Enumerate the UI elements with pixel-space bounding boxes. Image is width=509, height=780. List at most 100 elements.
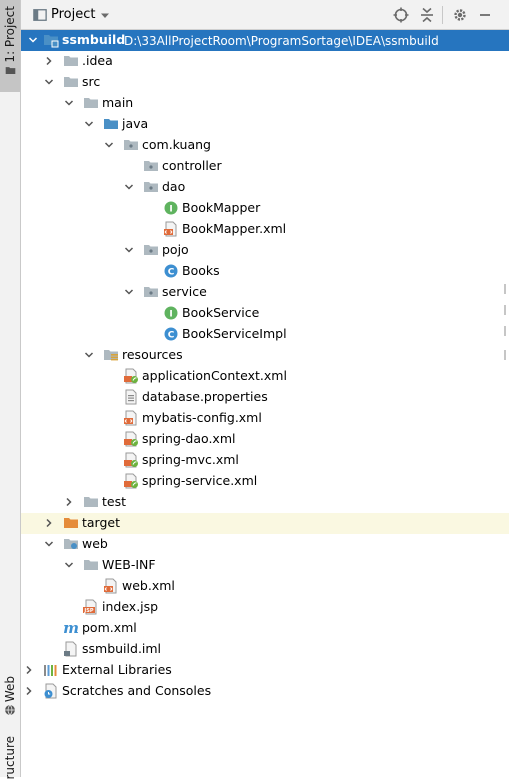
chevron-down-icon[interactable] [84,119,94,129]
tree-row-book-service[interactable]: BookService [21,303,509,324]
tree-row-root[interactable]: ssmbuild D:\33AllProjectRoom\ProgramSort… [21,30,509,51]
tree-row-index-jsp[interactable]: index.jsp [21,597,509,618]
tree-row-dao[interactable]: dao [21,177,509,198]
tree-row-web[interactable]: web [21,534,509,555]
tree-row-main[interactable]: main [21,93,509,114]
tree-item-label: Books [182,263,220,278]
project-tool-tab[interactable]: 1: Project [0,0,20,92]
toolbar-title[interactable]: Project [51,7,96,22]
chevron-down-icon[interactable] [84,350,94,360]
tree-item-label: java [122,116,149,131]
chevron-right-icon[interactable] [44,518,54,528]
xml-file-icon [123,410,139,426]
chevron-right-icon[interactable] [64,497,74,507]
tree-row-test[interactable]: test [21,492,509,513]
tree-row-book-mapper[interactable]: BookMapper [21,198,509,219]
tree-row-spring-service[interactable]: spring-service.xml [21,471,509,492]
tree-item-label: dao [162,179,186,194]
gutter-mark [504,305,506,315]
project-tool-tab-label: 1: Project [3,6,17,63]
package-icon [143,284,159,300]
source-folder-icon [103,116,119,132]
globe-icon[interactable] [4,704,16,716]
tree-row-service[interactable]: service [21,282,509,303]
properties-file-icon [123,389,139,405]
chevron-down-icon[interactable] [64,98,74,108]
tree-item-label: main [102,95,134,110]
tree-item-label: WEB-INF [102,557,156,572]
tree-row-iml[interactable]: ssmbuild.iml [21,639,509,660]
gear-icon[interactable] [452,7,468,23]
toolbar-separator [442,6,443,24]
tree-row-pom[interactable]: pom.xml [21,618,509,639]
tree-row-spring-mvc[interactable]: spring-mvc.xml [21,450,509,471]
package-icon [143,242,159,258]
tree-item-label: applicationContext.xml [142,368,287,383]
tree-row-controller[interactable]: controller [21,156,509,177]
class-icon [163,326,179,342]
tree-item-label: test [102,494,127,509]
tree-item-label: web [82,536,108,551]
minimize-icon[interactable] [477,7,493,23]
tree-item-label: spring-service.xml [142,473,258,488]
structure-tool-tab[interactable]: ructure [3,736,17,780]
tree-row-idea[interactable]: .idea [21,51,509,72]
tree-item-label: service [162,284,207,299]
module-folder-icon [43,32,59,48]
tree-row-mybatis-config[interactable]: mybatis-config.xml [21,408,509,429]
tree-item-label: BookMapper.xml [182,221,287,236]
chevron-right-icon[interactable] [44,56,54,66]
root-path: D:\33AllProjectRoom\ProgramSortage\IDEA\… [124,34,439,48]
tree-row-web-inf[interactable]: WEB-INF [21,555,509,576]
chevron-down-icon[interactable] [44,539,54,549]
chevron-down-icon[interactable] [124,182,134,192]
tree-item-label: pom.xml [82,620,137,635]
chevron-right-icon[interactable] [24,686,34,696]
tree-row-database-properties[interactable]: database.properties [21,387,509,408]
project-toolbar: Project [21,0,509,30]
tree-row-scratches[interactable]: Scratches and Consoles [21,681,509,702]
chevron-down-icon[interactable] [100,12,110,20]
collapse-all-icon[interactable] [419,7,435,23]
chevron-down-icon[interactable] [64,560,74,570]
tree-row-external-libraries[interactable]: External Libraries [21,660,509,681]
locate-icon[interactable] [393,7,409,23]
package-icon [143,158,159,174]
left-tool-window-bar: 1: Project Web ructure [0,0,21,780]
maven-icon [63,620,79,636]
folder-icon [63,53,79,69]
tree-row-package[interactable]: com.kuang [21,135,509,156]
tree-row-book-mapper-xml[interactable]: BookMapper.xml [21,219,509,240]
chevron-down-icon[interactable] [104,140,114,150]
chevron-down-icon[interactable] [44,77,54,87]
web-tool-tab[interactable]: Web [3,676,17,703]
tree-row-target[interactable]: target [21,513,509,534]
tree-item-label: pojo [162,242,189,257]
tree-row-web-xml[interactable]: web.xml [21,576,509,597]
chevron-down-icon[interactable] [28,35,38,45]
jsp-file-icon [83,599,99,615]
tree-row-resources[interactable]: resources [21,345,509,366]
tree-item-label: ssmbuild.iml [82,641,162,656]
chevron-right-icon[interactable] [24,665,34,675]
tree-item-label: spring-mvc.xml [142,452,239,467]
class-icon [163,263,179,279]
tree-row-books[interactable]: Books [21,261,509,282]
tree-row-src[interactable]: src [21,72,509,93]
tree-item-label: BookServiceImpl [182,326,287,341]
project-tree[interactable]: ssmbuild D:\33AllProjectRoom\ProgramSort… [21,30,509,777]
tree-item-label: web.xml [122,578,175,593]
folder-icon [83,494,99,510]
interface-icon [163,305,179,321]
tree-row-spring-dao[interactable]: spring-dao.xml [21,429,509,450]
editor-gutter-edge [503,30,509,777]
tree-row-java[interactable]: java [21,114,509,135]
tree-row-pojo[interactable]: pojo [21,240,509,261]
chevron-down-icon[interactable] [124,287,134,297]
tree-row-book-service-impl[interactable]: BookServiceImpl [21,324,509,345]
spring-xml-icon [123,452,139,468]
chevron-down-icon[interactable] [124,245,134,255]
web-folder-icon [63,536,79,552]
tree-row-application-context[interactable]: applicationContext.xml [21,366,509,387]
libraries-icon [43,662,59,678]
